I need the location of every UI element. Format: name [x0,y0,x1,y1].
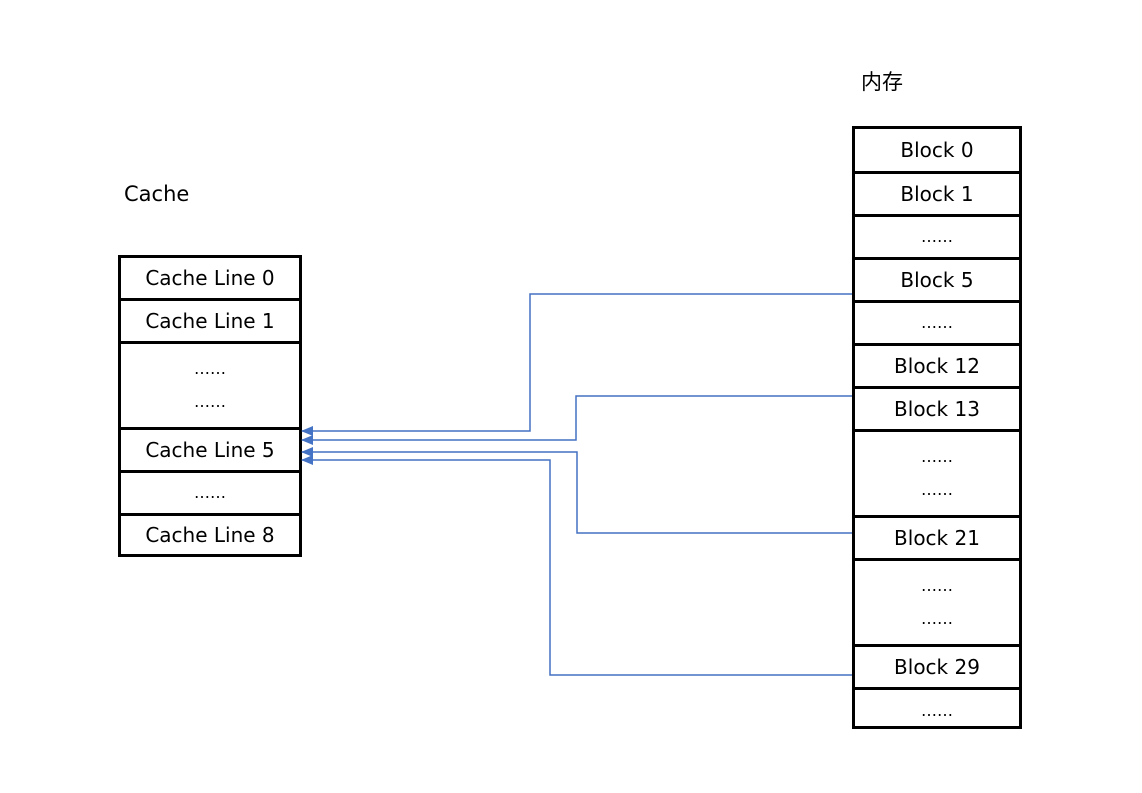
ellipsis-text: …… [921,446,953,466]
cell-label: Cache Line 8 [145,523,275,547]
cache-ellipsis-row: …… …… [121,344,299,430]
memory-ellipsis-row: …… [855,303,1019,346]
cache-line-1: Cache Line 1 [121,301,299,344]
arrow-block-21-to-cache-line-5 [301,447,852,534]
cache-line-5: Cache Line 5 [121,430,299,473]
cache-line-8: Cache Line 8 [121,516,299,554]
cell-label: Block 12 [894,354,980,378]
ellipsis-text: …… [194,392,226,412]
cache-title: Cache [124,182,190,206]
ellipsis-text: …… [194,358,226,378]
cache-ellipsis-row: …… [121,473,299,516]
ellipsis-text: …… [921,480,953,500]
arrow-block-5-to-cache-line-5 [301,293,852,436]
memory-ellipsis-row: …… [855,217,1019,260]
cell-label: Cache Line 5 [145,438,275,462]
arrow-block-29-to-cache-line-5 [301,455,852,676]
block-21: Block 21 [855,518,1019,561]
cell-label: Cache Line 0 [145,266,275,290]
cell-label: Block 13 [894,397,980,421]
ellipsis-text: …… [921,609,953,629]
cell-label: Block 21 [894,526,980,550]
cache-line-0: Cache Line 0 [121,258,299,301]
ellipsis-text: …… [194,483,226,502]
cell-label: Block 29 [894,655,980,679]
cell-label: Block 1 [900,182,974,206]
cell-label: Block 0 [900,138,974,162]
ellipsis-text: …… [921,700,953,720]
cache-table: Cache Line 0 Cache Line 1 …… …… Cache Li… [118,255,302,557]
ellipsis-text: …… [921,227,953,246]
memory-ellipsis-row: …… [855,690,1019,731]
memory-ellipsis-row: …… …… [855,432,1019,518]
block-5: Block 5 [855,260,1019,303]
block-29: Block 29 [855,647,1019,690]
block-0: Block 0 [855,129,1019,174]
memory-title: 内存 [861,70,903,94]
block-1: Block 1 [855,174,1019,217]
ellipsis-text: …… [921,313,953,332]
cell-label: Cache Line 1 [145,309,275,333]
memory-ellipsis-row: …… …… [855,561,1019,647]
block-12: Block 12 [855,346,1019,389]
memory-table: Block 0 Block 1 …… Block 5 …… Block 12 B… [852,126,1022,729]
cell-label: Block 5 [900,268,974,292]
block-13: Block 13 [855,389,1019,432]
arrow-block-13-to-cache-line-5 [301,395,852,445]
ellipsis-text: …… [921,575,953,595]
